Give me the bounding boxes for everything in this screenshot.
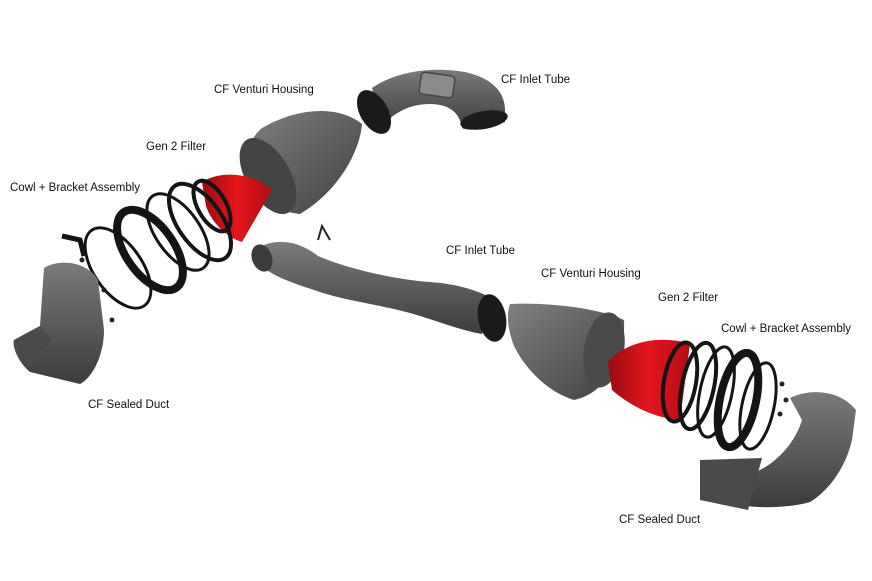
label-upper-venturi-housing: CF Venturi Housing — [214, 84, 314, 96]
label-upper-cowl: Cowl + Bracket Assembly — [10, 182, 141, 194]
label-lower-filter: Gen 2 Filter — [658, 292, 719, 304]
label-upper-duct: CF Sealed Duct — [88, 399, 170, 411]
label-lower-duct: CF Sealed Duct — [619, 514, 701, 526]
upper-filter — [191, 174, 272, 242]
upper-sealed-duct — [13, 257, 115, 384]
lower-filter — [608, 339, 700, 424]
label-upper-filter: Gen 2 Filter — [146, 141, 207, 153]
upper-cowl-rings — [61, 181, 234, 310]
label-lower-inlet-tube: CF Inlet Tube — [446, 245, 516, 257]
upper-venturi-housing — [239, 110, 362, 214]
label-lower-cowl: Cowl + Bracket Assembly — [721, 323, 852, 335]
label-upper-inlet-tube: CF Inlet Tube — [501, 74, 571, 86]
lower-sealed-duct — [700, 392, 856, 510]
lower-cowl-rings — [677, 340, 789, 452]
upper-inlet-tube — [356, 69, 508, 134]
lower-inlet-tube — [251, 223, 507, 342]
label-lower-venturi-housing: CF Venturi Housing — [541, 268, 641, 280]
